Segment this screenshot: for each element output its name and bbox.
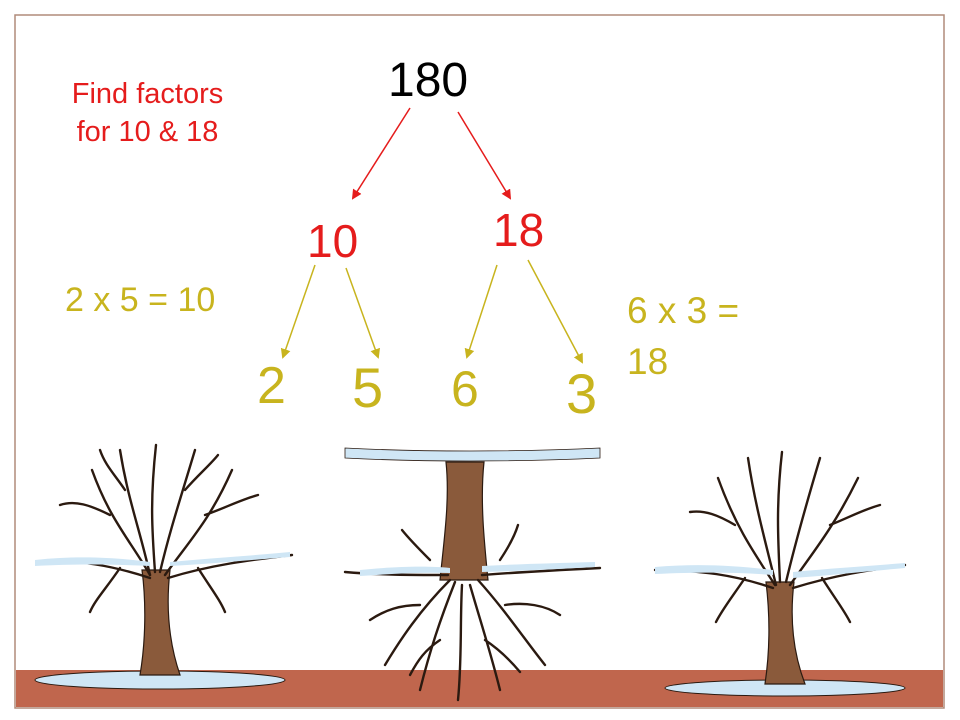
arrow-18-to-3 (527, 259, 583, 364)
equation-right-line-2: 18 (627, 341, 669, 383)
instruction-line-2: for 10 & 18 (76, 115, 219, 148)
arrow-18-to-6 (464, 264, 498, 359)
tree-roots-icon (343, 447, 602, 702)
arrow-10-to-5 (345, 267, 380, 359)
factor-6: 6 (451, 361, 479, 417)
slide-frame (14, 14, 945, 709)
bare-tree-icon (653, 450, 907, 697)
factor-10: 10 (307, 215, 359, 267)
instruction-line-1: Find factors (71, 78, 224, 110)
bare-tree-icon (34, 443, 294, 690)
arrow-10-to-2 (280, 264, 316, 359)
factor-3: 3 (566, 362, 598, 425)
arrow-180-to-10 (351, 107, 411, 200)
factor-5: 5 (352, 356, 384, 419)
root-number: 180 (388, 54, 469, 107)
factor-18: 18 (493, 204, 545, 256)
instruction-text: Find factors for 10 & 18 (40, 76, 255, 151)
arrow-180-to-18 (457, 111, 512, 200)
factor-2: 2 (257, 357, 286, 415)
equation-left: 2 x 5 = 10 (65, 281, 216, 319)
equation-right: 6 x 3 = 18 (627, 285, 739, 387)
equation-right-line-1: 6 x 3 = (627, 290, 740, 331)
